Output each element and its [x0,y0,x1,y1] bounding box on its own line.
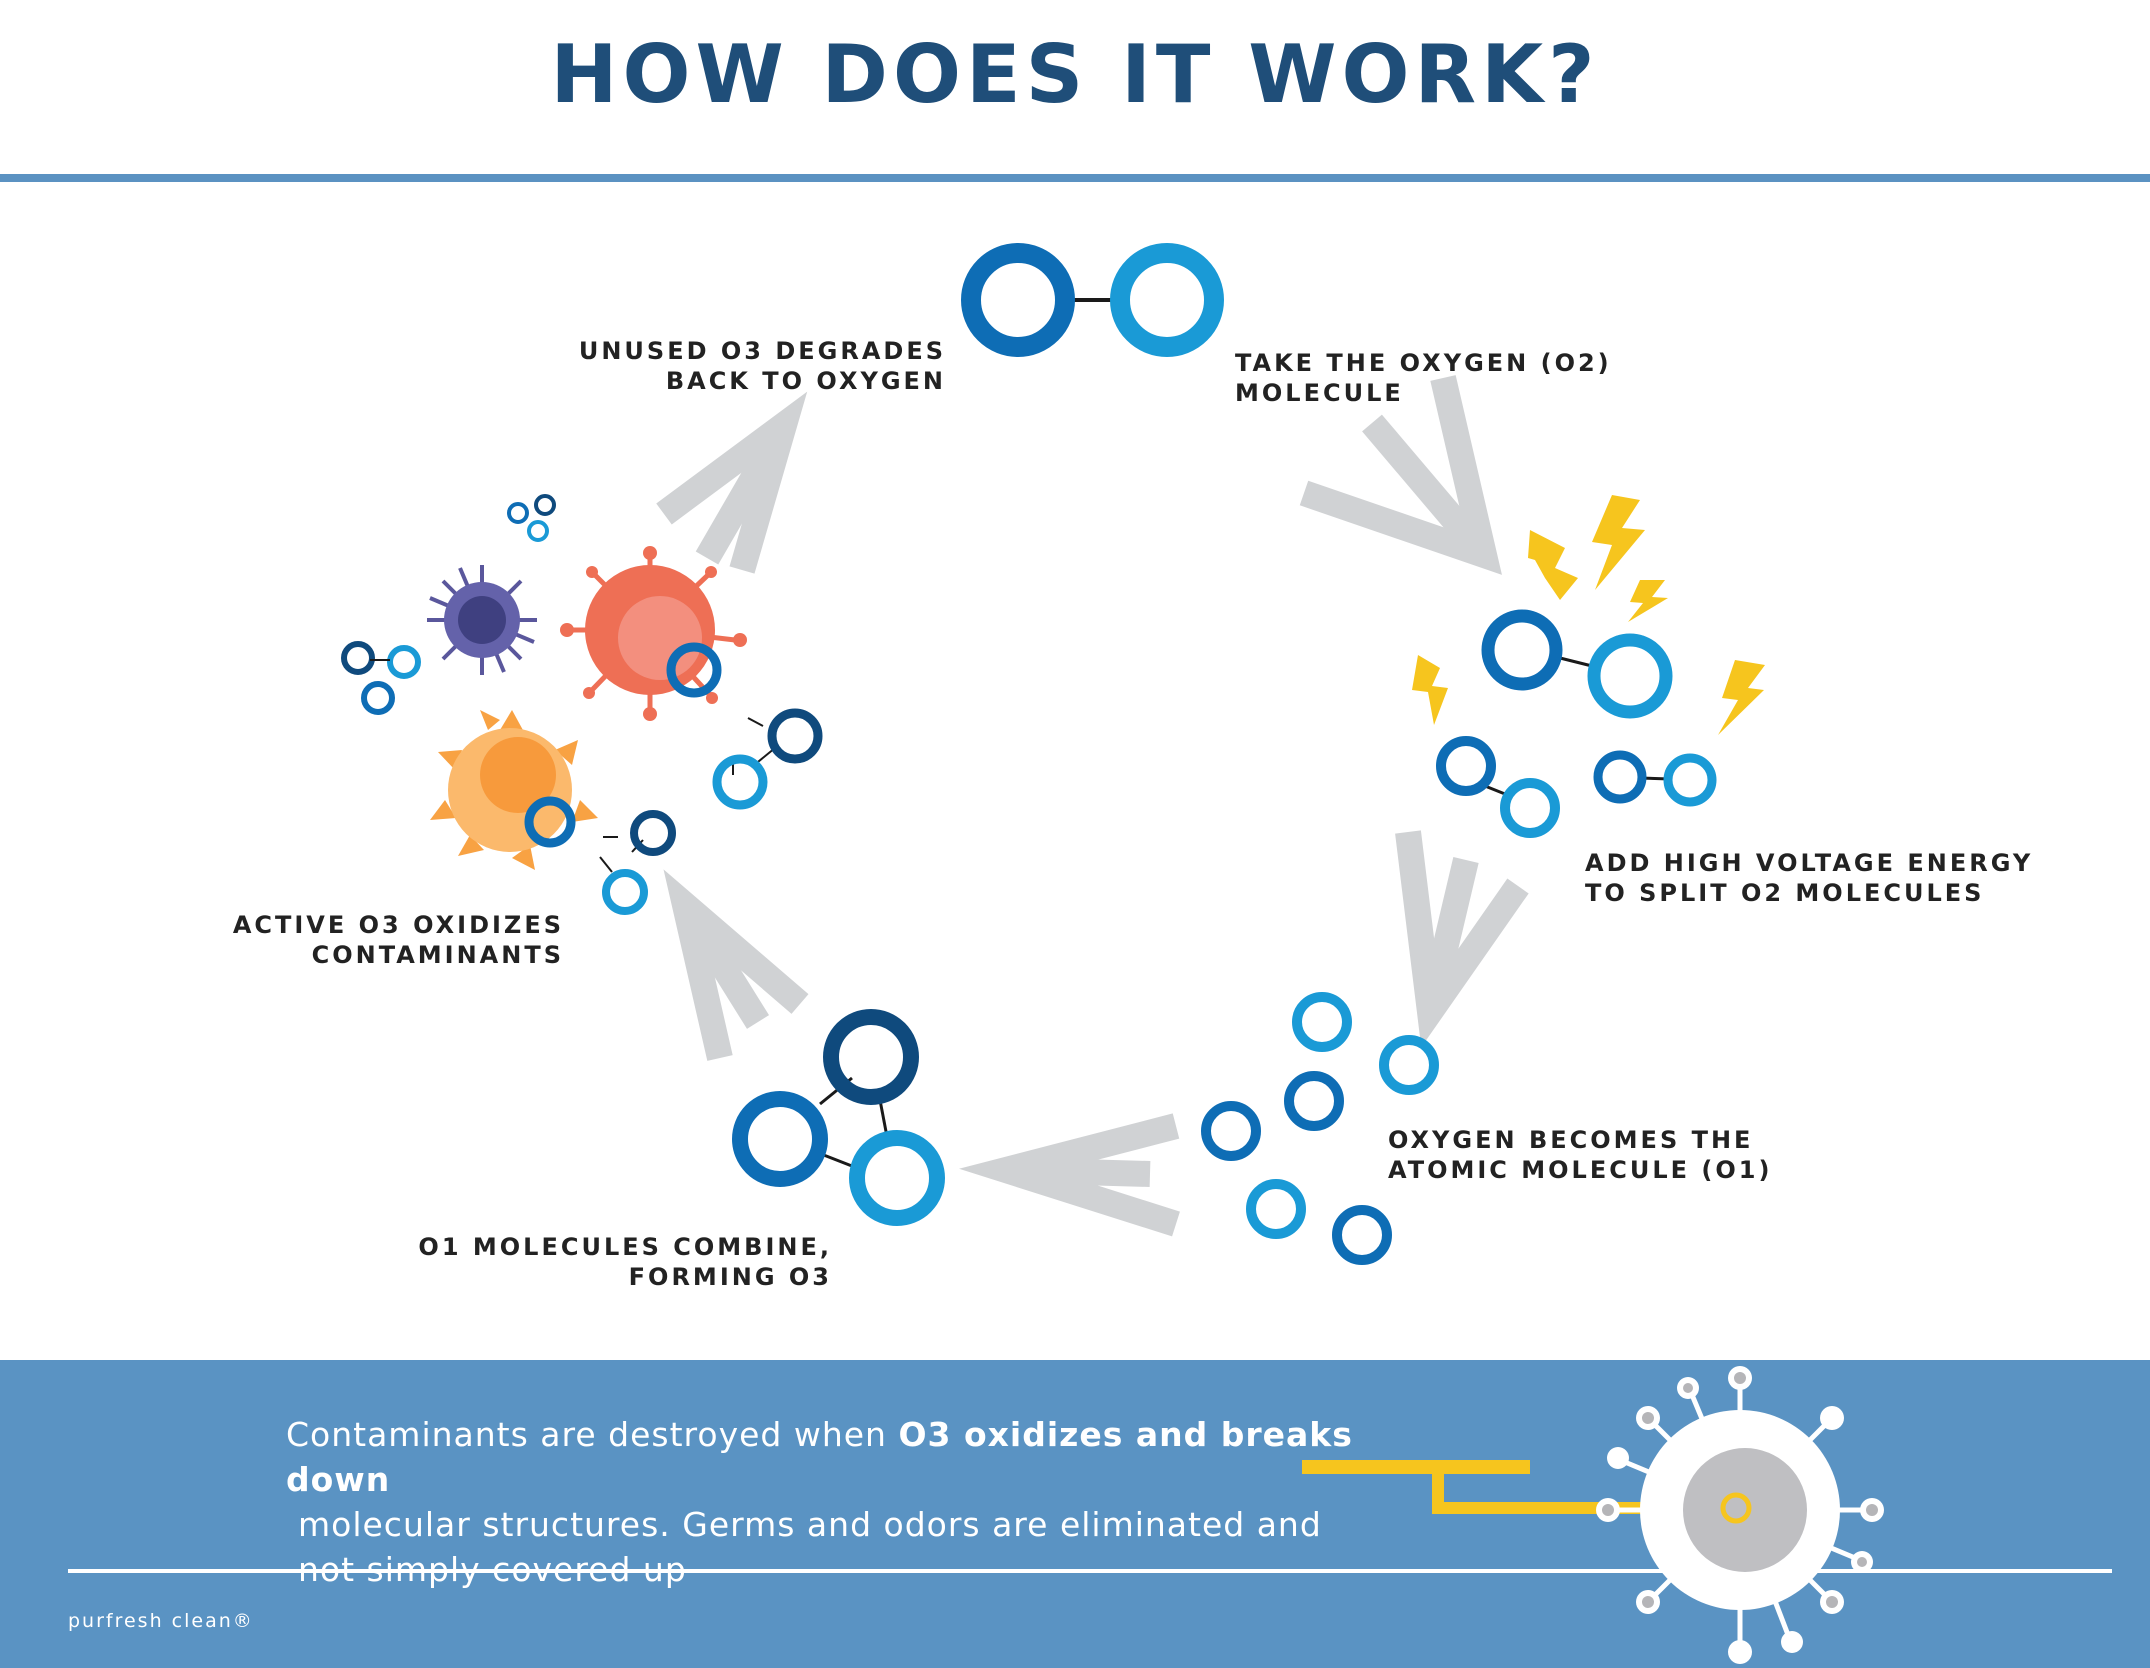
footer-text-bold: O3 oxidizes and breaks down [286,1415,1353,1499]
atomic-o1-molecules [1201,992,1439,1265]
o2-molecules-splitting [1436,609,1717,838]
step-add-energy-label: ADD HIGH VOLTAGE ENERGY TO SPLIT O2 MOLE… [1585,848,2033,908]
brand-name: purfresh clean® [68,1610,254,1632]
o3-attacking-molecules [524,642,823,915]
small-o3-molecules [341,494,556,715]
step-combine-line1: O1 MOLECULES COMBINE, [418,1233,832,1261]
step-take-oxygen-line2: MOLECULE [1235,379,1404,407]
step-atomic-line1: OXYGEN BECOMES THE [1388,1126,1754,1154]
step-take-oxygen-label: TAKE THE OXYGEN (O2) MOLECULE [1235,348,1612,408]
arrow-to-degrade [656,391,808,574]
o2-molecule-top [961,243,1224,357]
step-oxidize-line2: CONTAMINANTS [311,941,564,969]
footer-text-start: Contaminants are destroyed when [286,1415,899,1454]
red-germ-icon [560,546,747,721]
footer-banner: Contaminants are destroyed when O3 oxidi… [0,1360,2150,1668]
arrow-to-energy [1299,375,1502,575]
o3-molecule [732,1009,945,1226]
step-degrade-line2: BACK TO OXYGEN [665,367,946,395]
purple-germ-icon [427,565,537,675]
step-add-energy-line1: ADD HIGH VOLTAGE ENERGY [1585,849,2034,877]
title-divider [0,174,2150,182]
lightning-icon [1412,495,1765,735]
step-degrade-line1: UNUSED O3 DEGRADES [578,337,946,365]
step-atomic-label: OXYGEN BECOMES THE ATOMIC MOLECULE (O1) [1388,1125,1772,1185]
step-take-oxygen-line1: TAKE THE OXYGEN (O2) [1235,349,1612,377]
step-combine-line2: FORMING O3 [628,1263,832,1291]
footer-divider [68,1569,2112,1573]
footer-description: Contaminants are destroyed when O3 oxidi… [286,1412,1466,1592]
arrow-to-atomic [1395,830,1529,1048]
step-oxidize-label: ACTIVE O3 OXIDIZES CONTAMINANTS [200,910,564,970]
ozone-cycle-diagram [341,243,1765,1265]
footer-text-line2: molecular structures. Germs and odors ar… [298,1505,1322,1544]
step-combine-label: O1 MOLECULES COMBINE, FORMING O3 [400,1232,832,1292]
step-oxidize-line1: ACTIVE O3 OXIDIZES [232,911,564,939]
virus-icon [1302,1366,1884,1664]
arrow-to-combine [959,1113,1180,1237]
arrow-to-oxidize [663,869,809,1061]
step-atomic-line2: ATOMIC MOLECULE (O1) [1388,1156,1773,1184]
step-degrade-label: UNUSED O3 DEGRADES BACK TO OXYGEN [530,336,946,396]
step-add-energy-line2: TO SPLIT O2 MOLECULES [1585,879,1985,907]
orange-germ-icon [430,710,598,870]
page-title: HOW DOES IT WORK? [550,28,1600,121]
